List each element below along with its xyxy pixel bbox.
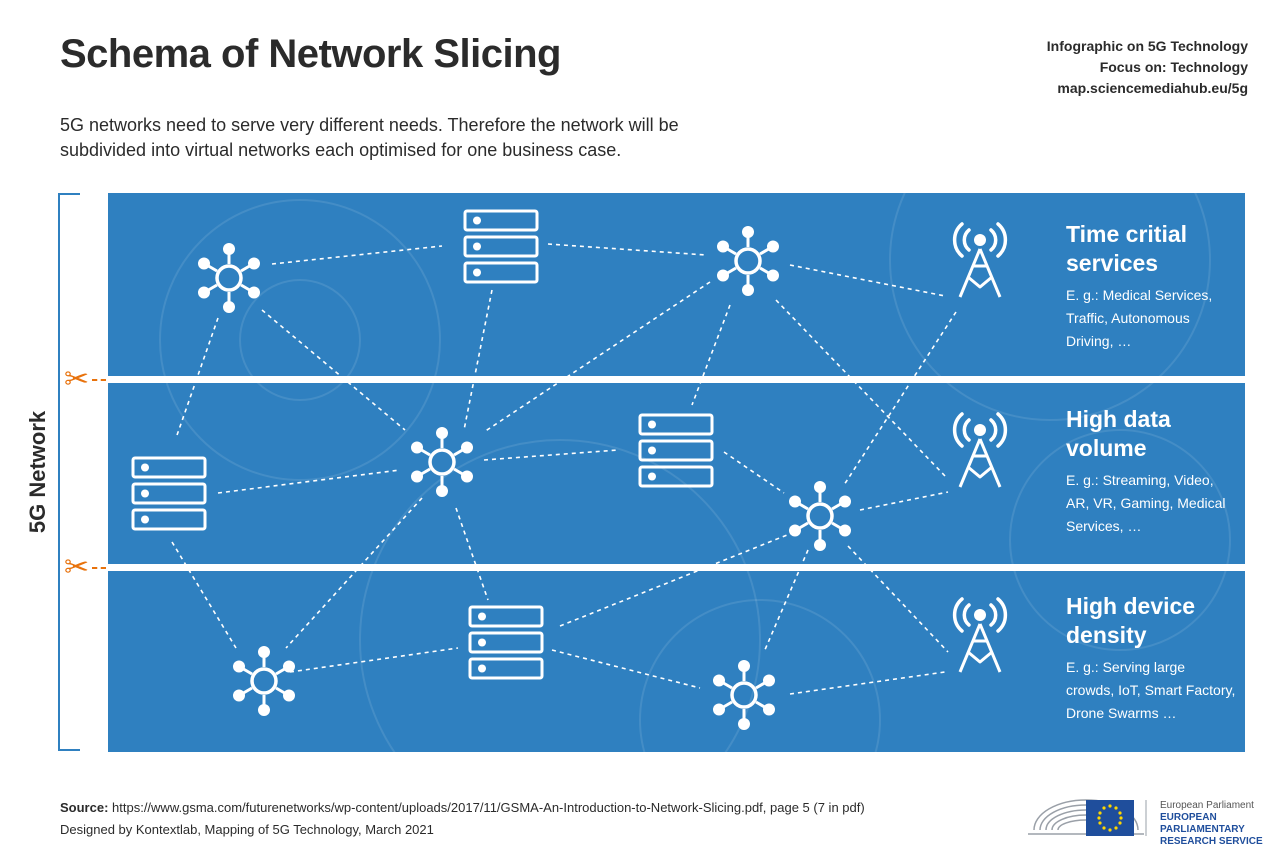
- slice-title: High device density: [1066, 593, 1196, 648]
- meta-line-3: map.sciencemediahub.eu/5g: [1057, 80, 1248, 96]
- slice-description: E. g.: Serving large crowds, IoT, Smart …: [1066, 659, 1236, 721]
- slice-separator-1: [80, 376, 1245, 383]
- source-link[interactable]: https://www.gsma.com/futurenetworks/wp-c…: [108, 800, 865, 815]
- background-rings: [159, 99, 1231, 841]
- slice-panel-2: [108, 383, 1245, 564]
- meta-line-1: Infographic on 5G Technology: [1046, 38, 1248, 54]
- slice-title: Time critial services: [1066, 221, 1188, 276]
- source-label: Source:: [60, 800, 109, 815]
- ep-logo-line-1: European Parliament: [1160, 800, 1254, 811]
- slice-panels: [108, 193, 1245, 752]
- slice-info-time-critical: Time critial services E. g.: Medical Ser…: [1066, 220, 1236, 353]
- slice-description: E. g.: Medical Services, Traffic, Autono…: [1066, 287, 1213, 349]
- ep-logo-line-2: EUROPEAN PARLIAMENTARY: [1160, 812, 1245, 835]
- slice-separator-2: [80, 564, 1245, 571]
- ep-logo-line-3: RESEARCH SERVICE: [1160, 836, 1263, 847]
- eu-stars: [1097, 804, 1123, 832]
- cut-line: [92, 379, 106, 381]
- ep-logo-text: European Parliament EUROPEAN PARLIAMENTA…: [1160, 800, 1280, 848]
- network-bracket: [58, 193, 80, 751]
- european-parliament-logo: [1028, 799, 1147, 836]
- cut-line: [92, 567, 106, 569]
- slice-panel-3: [108, 571, 1245, 752]
- slice-info-high-data-volume: High data volume E. g.: Streaming, Video…: [1066, 405, 1236, 538]
- designer-credit: Designed by Kontextlab, Mapping of 5G Te…: [60, 822, 434, 837]
- slice-description: E. g.: Streaming, Video, AR, VR, Gaming,…: [1066, 472, 1226, 534]
- source-citation: Source: https://www.gsma.com/futurenetwo…: [60, 800, 865, 815]
- slice-title: High data volume: [1066, 406, 1171, 461]
- slice-panel-1: [108, 193, 1245, 376]
- network-label: 5G Network: [25, 410, 50, 534]
- page-title: Schema of Network Slicing: [60, 32, 561, 76]
- slice-info-high-device-density: High device density E. g.: Serving large…: [1066, 592, 1236, 725]
- page-subtitle: 5G networks need to serve very different…: [60, 115, 679, 160]
- scissors-icon: ✂: [64, 551, 90, 584]
- infographic-meta: Infographic on 5G Technology Focus on: T…: [1047, 36, 1248, 99]
- meta-line-2: Focus on: Technology: [1099, 59, 1248, 75]
- scissors-icon: ✂: [64, 363, 90, 396]
- network-connections: [171, 243, 957, 695]
